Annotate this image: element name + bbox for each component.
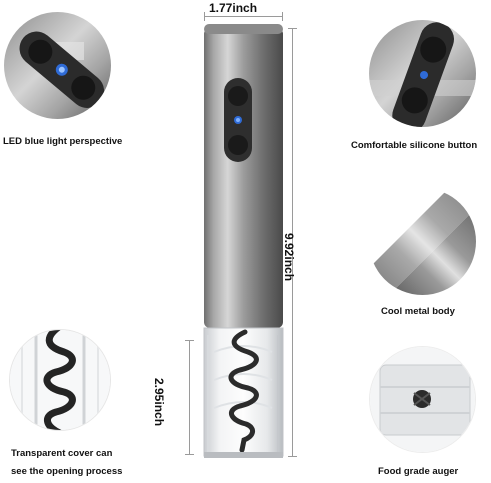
cover-dimension-line: [189, 340, 190, 454]
transparent-cover: [203, 327, 284, 458]
metal-body: [204, 24, 283, 328]
auger-feature-label: Food grade auger: [378, 466, 459, 477]
height-dimension-label: 9.92inch: [282, 233, 296, 282]
auger-detail-image: [370, 347, 475, 452]
auger-detail-circle: [369, 346, 476, 453]
cover-dimension-tick-top: [185, 340, 194, 341]
width-dimension-tick-left: [204, 12, 205, 21]
cover-detail-image: [10, 330, 110, 430]
cover-dimension-label: 2.95inch: [152, 378, 166, 427]
cover-feature-label-line2: see the opening process: [11, 466, 123, 477]
height-dimension-tick-bottom: [288, 456, 297, 457]
cover-detail-circle: [9, 329, 111, 431]
metal-detail-circle: [369, 188, 476, 295]
button-detail-circle: [369, 20, 476, 127]
button-panel: [224, 78, 252, 162]
width-dimension-tick-right: [282, 12, 283, 21]
metal-feature-label: Cool metal body: [381, 306, 455, 317]
height-dimension-tick-top: [288, 28, 297, 29]
button-detail-image: [369, 20, 476, 127]
width-dimension-label: 1.77inch: [209, 1, 258, 15]
button-feature-label: Comfortable silicone button: [351, 140, 478, 151]
height-dimension-line: [292, 28, 293, 456]
metal-detail-image: [369, 188, 476, 295]
width-dimension-line: [204, 16, 283, 17]
led-detail-image: [4, 12, 111, 119]
cover-dimension-tick-bottom: [185, 454, 194, 455]
cover-feature-label-line1: Transparent cover can: [11, 448, 113, 459]
led-feature-label: LED blue light perspective: [3, 136, 123, 147]
led-detail-circle: [4, 12, 111, 119]
